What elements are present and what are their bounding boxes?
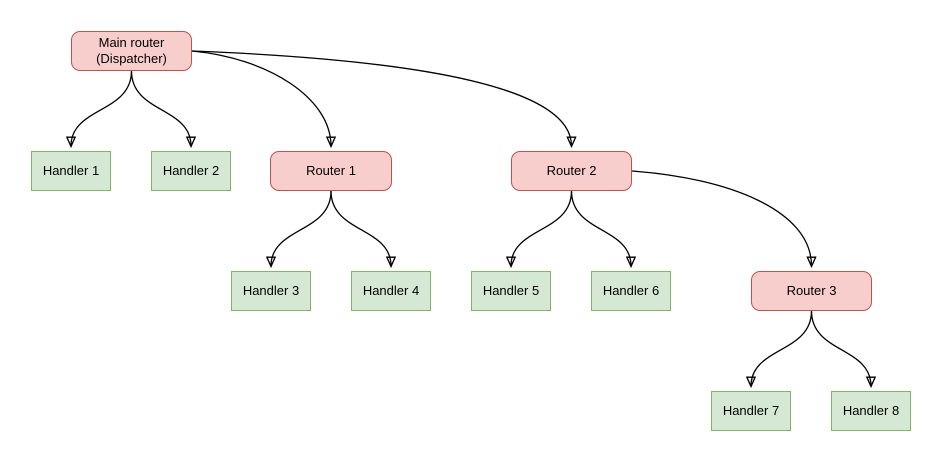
- edge-router-2-to-handler-6: [570, 190, 637, 269]
- node-handler-8-label: Handler 8: [842, 402, 900, 418]
- node-handler-1-label: Handler 1: [42, 162, 100, 178]
- node-router-2-label: Router 2: [546, 162, 597, 178]
- node-router-3: Router 3: [751, 271, 872, 311]
- edge-router-1-to-handler-3: [265, 190, 332, 269]
- edge-router-1-to-handler-4: [330, 190, 397, 269]
- node-handler-3-label: Handler 3: [242, 282, 300, 298]
- edge-router-2-to-handler-5: [505, 190, 573, 269]
- node-handler-1: Handler 1: [31, 151, 111, 191]
- node-handler-3: Handler 3: [231, 271, 311, 311]
- node-handler-7: Handler 7: [711, 391, 791, 431]
- node-router-2: Router 2: [511, 151, 632, 191]
- node-handler-5-label: Handler 5: [482, 282, 540, 298]
- edge-main-router-to-router-2: [191, 50, 577, 149]
- node-handler-7-label: Handler 7: [722, 402, 780, 418]
- edge-main-router-to-handler-1: [65, 70, 133, 149]
- node-main-router-label: Main router (Dispatcher): [96, 34, 167, 66]
- node-handler-4: Handler 4: [351, 271, 431, 311]
- edge-main-router-to-router-1: [191, 50, 337, 149]
- edge-router-3-to-handler-8: [810, 310, 877, 389]
- node-router-1: Router 1: [270, 151, 392, 191]
- node-handler-8: Handler 8: [831, 391, 911, 431]
- node-handler-4-label: Handler 4: [362, 282, 420, 298]
- node-handler-6-label: Handler 6: [602, 282, 660, 298]
- node-handler-2: Handler 2: [151, 151, 231, 191]
- edge-main-router-to-handler-2: [130, 70, 197, 149]
- node-main-router: Main router (Dispatcher): [71, 31, 192, 71]
- node-handler-5: Handler 5: [471, 271, 551, 311]
- node-handler-6: Handler 6: [591, 271, 671, 311]
- edge-router-3-to-handler-7: [745, 310, 813, 389]
- node-router-3-label: Router 3: [786, 282, 837, 298]
- edge-router-2-to-router-3: [631, 170, 817, 269]
- node-handler-2-label: Handler 2: [162, 162, 220, 178]
- node-router-1-label: Router 1: [306, 162, 356, 178]
